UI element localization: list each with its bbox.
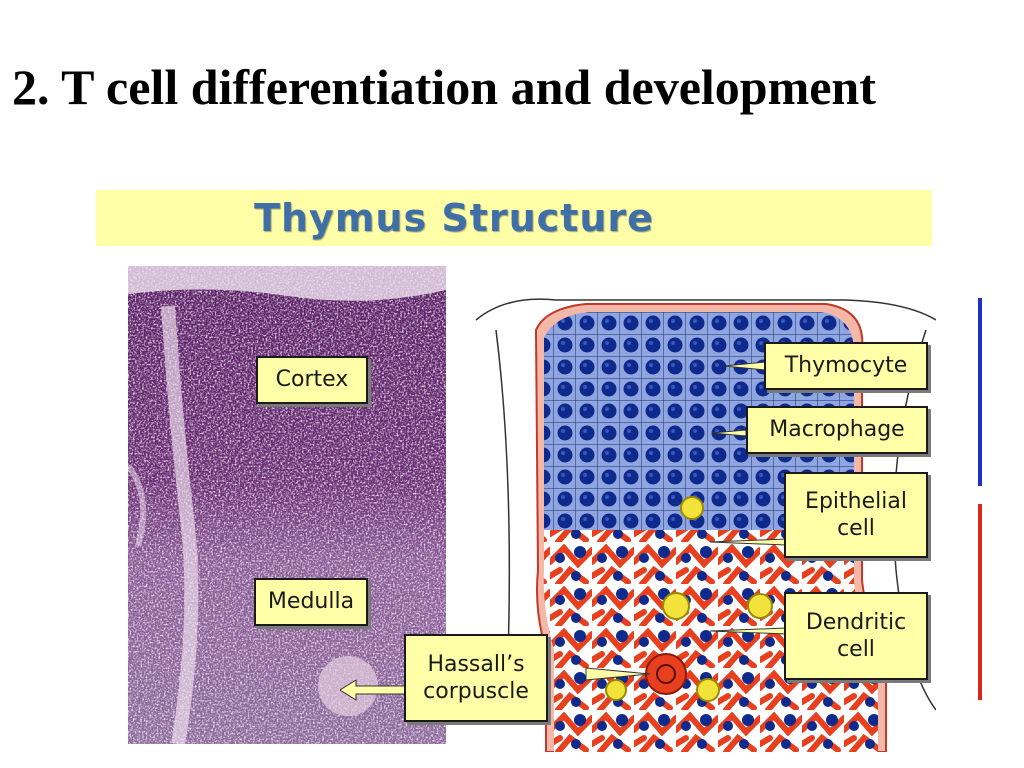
cortex-region-bar xyxy=(978,298,982,486)
medulla-label: Medulla xyxy=(254,578,368,626)
dendritic-cell-label: Dendritic cell xyxy=(784,592,928,680)
figure-banner-title: Thymus Structure xyxy=(254,196,654,240)
epithelial-cell-label: Epithelial cell xyxy=(784,472,928,558)
hassalls-corpuscle-label: Hassall’s corpuscle xyxy=(404,634,548,722)
figure-banner: Thymus Structure xyxy=(96,190,932,246)
thymocyte-label: Thymocyte xyxy=(764,342,928,390)
thymus-micrograph xyxy=(128,266,446,744)
medulla-region-bar xyxy=(978,504,982,700)
slide-title: 2. T cell differentiation and developmen… xyxy=(12,59,876,115)
macrophage-label: Macrophage xyxy=(746,406,928,454)
hassalls-arrow-left xyxy=(340,679,406,701)
cortex-label: Cortex xyxy=(256,356,368,404)
